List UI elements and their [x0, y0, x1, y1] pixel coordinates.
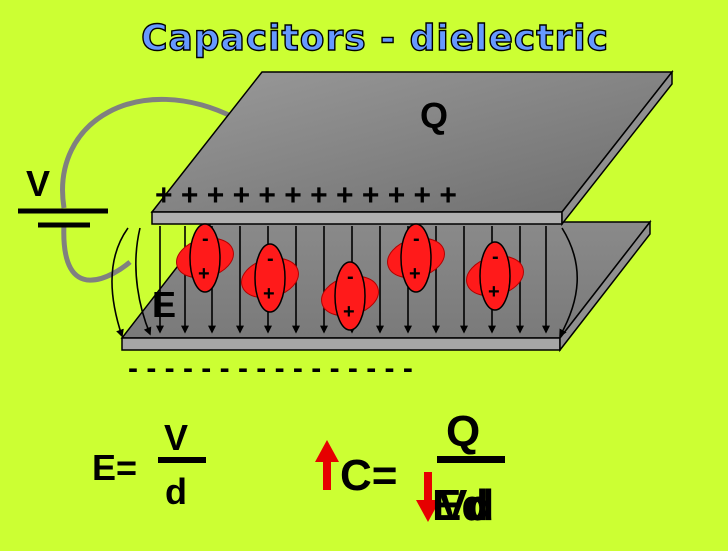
dipole-positive-end: +: [343, 301, 355, 323]
wire-bottom: [61, 223, 132, 283]
dipole-positive-end: +: [488, 281, 500, 303]
formula-c-denominator-ed: Ed: [432, 481, 488, 530]
dipole-negative-end: -: [267, 248, 274, 270]
formula-c-numerator: Q: [446, 407, 480, 456]
formula-capacitance: C= Q Ed Vd: [315, 407, 505, 530]
fringe-line-right: [559, 227, 579, 338]
decrease-arrow-icon: [416, 472, 440, 522]
slide-title: Capacitors - dielectric: [141, 18, 609, 59]
plus-charge-row: + + + + + + + + + + + +: [155, 179, 457, 212]
dipole-molecule: -+: [387, 223, 445, 293]
fringe-line-left-outer: [111, 227, 129, 338]
dipole-core: [189, 223, 221, 293]
dipole-positive-end: +: [263, 283, 275, 305]
bottom-plate-side: [559, 219, 651, 353]
minus-charge-row: - - - - - - - - - - - - - - - -: [128, 352, 413, 385]
dipole-positive-end: +: [198, 263, 210, 285]
formula-e-lhs: E=: [92, 447, 137, 488]
top-plate-front: [151, 211, 563, 225]
dipole-negative-end: -: [413, 228, 420, 250]
dipole-core: [400, 223, 432, 293]
dipole-molecule: -+: [241, 243, 299, 313]
dipole-molecule: -+: [321, 261, 379, 331]
dipole-core: [334, 261, 366, 331]
formula-c-bar: [437, 456, 505, 463]
dipole-negative-end: -: [202, 228, 209, 250]
voltage-label: V: [26, 163, 50, 204]
fringe-line-left-inner: [135, 227, 152, 336]
dipole-negative-end: -: [347, 266, 354, 288]
dipole-molecule: -+: [466, 241, 524, 311]
dipole-core: [479, 241, 511, 311]
formula-c-lhs: C=: [340, 451, 397, 500]
formula-field: E= V d: [92, 417, 206, 512]
field-label: E: [152, 284, 176, 325]
wire-top: [60, 96, 237, 209]
increase-arrow-icon: [315, 440, 339, 490]
dipole-molecules: -+-+-+-+-+: [176, 223, 524, 331]
bottom-plate-front: [121, 337, 561, 351]
charge-label: Q: [420, 95, 448, 136]
dipole-positive-end: +: [409, 263, 421, 285]
formula-c-denominator-vd: Vd: [438, 481, 494, 530]
formula-e-bar: [158, 457, 206, 463]
dipole-molecule: -+: [176, 223, 234, 293]
formula-e-numerator: V: [164, 417, 188, 458]
dipole-core: [254, 243, 286, 313]
formula-e-denominator: d: [165, 471, 187, 512]
dipole-negative-end: -: [492, 246, 499, 268]
top-plate-side: [561, 69, 673, 227]
